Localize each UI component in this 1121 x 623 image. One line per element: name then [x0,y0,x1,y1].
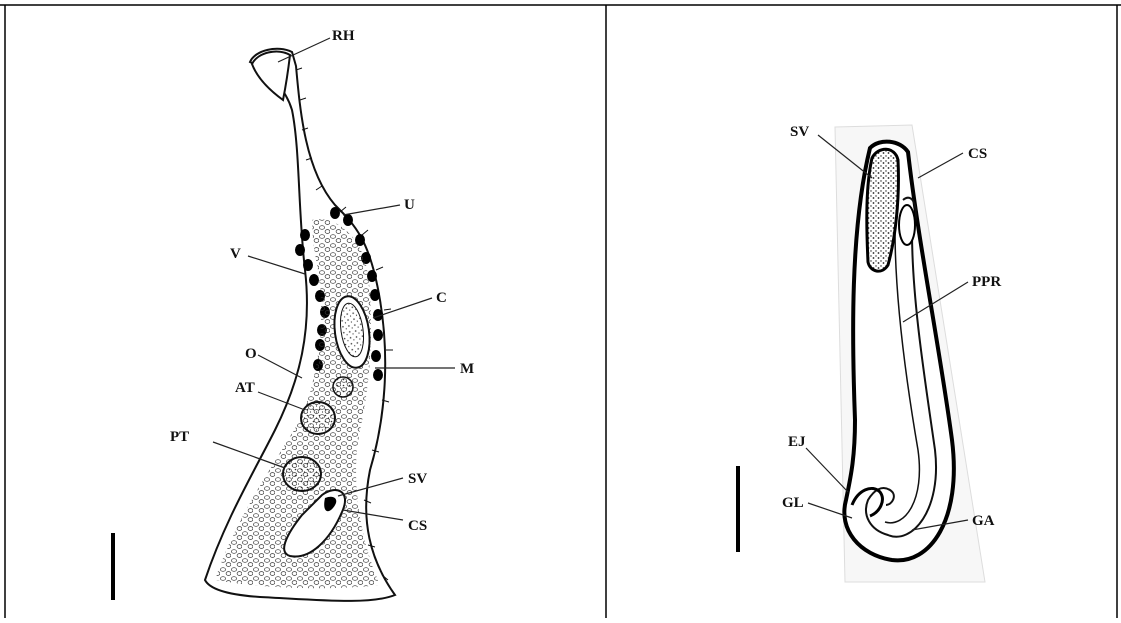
label-cs-right: CS [968,146,987,162]
anterior-testis [301,402,335,434]
cirrus-sac-outer [844,142,954,561]
label-sv-right: SV [790,124,809,140]
label-v: V [230,246,241,262]
posterior-testis [283,457,321,491]
label-ppr: PPR [972,274,1001,290]
ovary [333,377,353,397]
label-rh: RH [332,28,355,44]
label-sv-left: SV [408,471,427,487]
canal-loop [899,205,915,245]
label-ej: EJ [788,434,806,450]
label-ga: GA [972,513,995,529]
label-o: O [245,346,257,362]
label-gl: GL [782,495,804,511]
right-panel-drawing: SV CS PPR EJ GL GA [738,124,1001,582]
label-pt: PT [170,429,189,445]
left-panel-drawing: RH U V C O M AT PT SV CS [113,28,474,601]
label-u: U [404,197,415,213]
label-m: M [460,361,474,377]
label-cs-left: CS [408,518,427,534]
label-at: AT [235,380,255,396]
label-c: C [436,290,447,306]
